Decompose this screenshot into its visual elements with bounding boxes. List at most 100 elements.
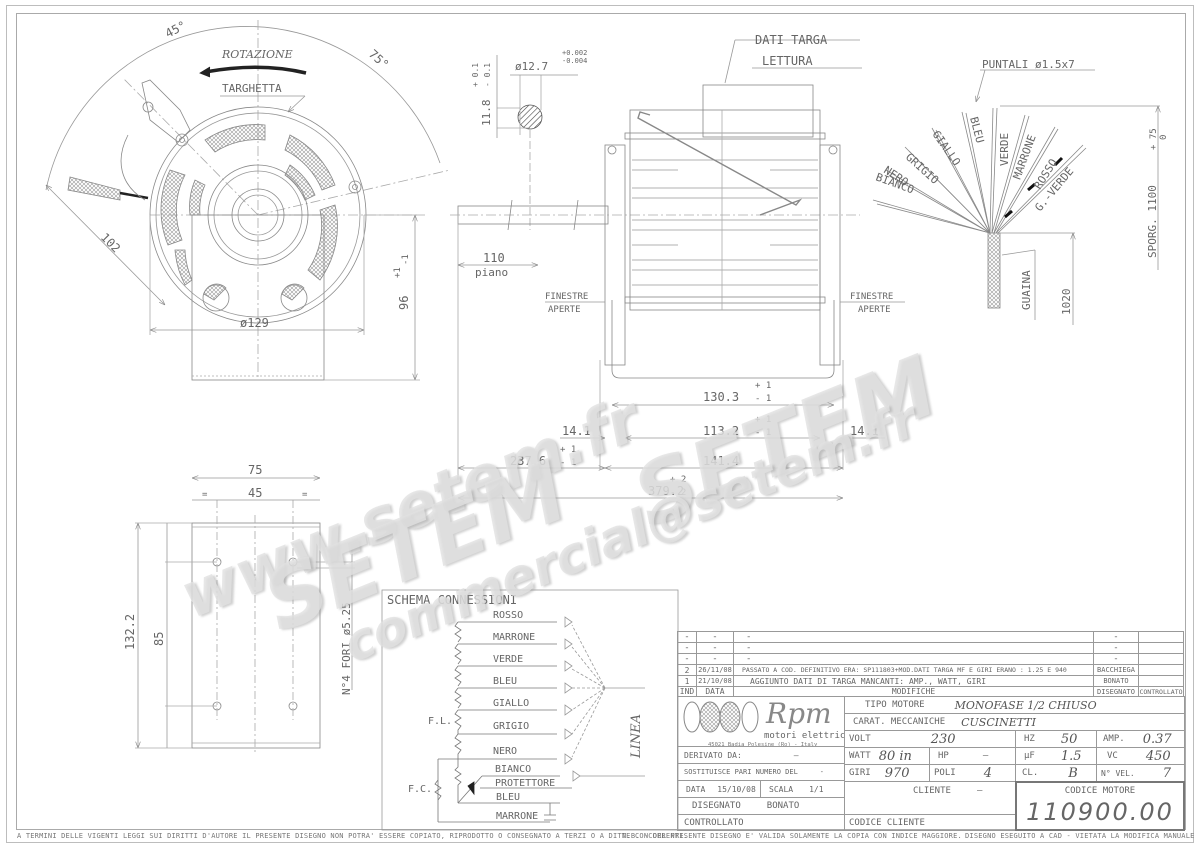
uf-field: µF 1.5 <box>1015 747 1097 765</box>
dim-96-tol: +1 <box>393 267 403 278</box>
reading-label: LETTURA <box>762 54 813 68</box>
volt-value: 230 <box>930 731 956 747</box>
mech-value: CUSCINETTI <box>961 715 1036 729</box>
uf-value: 1.5 <box>1060 748 1082 764</box>
logo-icon <box>683 701 759 733</box>
capacitor-winding-label: F.C. <box>408 784 432 795</box>
hp-field: HP — <box>929 747 1016 765</box>
client-value: — <box>976 786 983 796</box>
tol-113-plus: + 1 <box>755 415 771 425</box>
schema-wire-giallo: GIALLO <box>493 698 529 709</box>
side-view <box>450 39 905 498</box>
tol-237-minus: - 1 <box>560 458 576 468</box>
tol-237-plus: + 1 <box>560 445 576 455</box>
nameplate-label: TARGHETTA <box>222 82 282 95</box>
dim-14-1-left: 14.1 <box>562 424 591 438</box>
line-label: LINEA <box>629 714 644 759</box>
client-label: CLIENTE <box>913 786 951 796</box>
dim-diameter-129: ø129 <box>240 316 269 330</box>
replaces-field: SOSTITUISCE PARI NUMERO DEL - <box>677 763 845 781</box>
schema-title: SCHEMA CONNESSIONI <box>387 593 517 607</box>
motor-code-value: 110900.00 <box>1026 798 1174 826</box>
date-label: DATA <box>686 784 706 794</box>
tol-113-minus: - 1 <box>755 428 771 438</box>
flat-label: piano <box>475 266 508 279</box>
amp-value: 0.37 <box>1142 731 1172 747</box>
rpm-value: 970 <box>884 765 910 781</box>
schema-wire-nero: NERO <box>493 746 517 757</box>
drawn-value: BONATO <box>766 801 800 811</box>
schema-wire-grigio: GRIGIO <box>493 721 529 732</box>
angle-45-label: 45° <box>163 18 189 41</box>
replaces-value: - <box>819 768 825 776</box>
dim-141-4: 141.4 <box>703 454 739 468</box>
checked-label: CONTROLLATO <box>684 817 744 828</box>
derived-value: — <box>793 750 799 760</box>
motor-code-label: CODICE MOTORE <box>1064 786 1136 796</box>
sheath-length: 1020 <box>1060 289 1073 316</box>
derived-from-field: DERIVATO DA: — <box>677 746 845 764</box>
windows-right-label: FINESTRE <box>850 292 893 302</box>
uf-label: µF <box>1024 751 1035 761</box>
watt-label: WATT <box>849 751 871 761</box>
vc-label: VC <box>1107 751 1118 761</box>
volt-label: VOLT <box>849 734 871 744</box>
protrusion-tol-minus: 0 <box>1159 135 1169 140</box>
volt-field: VOLT 230 <box>844 730 1016 748</box>
motor-type-field: TIPO MOTORE MONOFASE 1/2 CHIUSO <box>844 696 1185 714</box>
bracket-height: 132.2 <box>123 614 137 650</box>
schema-wire-rosso: ROSSO <box>493 610 523 621</box>
cad-notice: DISEGNO ESEGUITO A CAD - VIETATA LA MODI… <box>965 832 1195 840</box>
mech-features-field: CARAT. MECCANICHE CUSCINETTI <box>844 713 1185 731</box>
schema-wire-marrone: MARRONE <box>493 632 535 643</box>
nameplate-data-label: DATI TARGA <box>755 33 828 47</box>
company-logo-area: Rpm motori elettrici 45021 Badia Polesin… <box>677 696 845 747</box>
poles-label: POLI <box>934 768 956 778</box>
watt-value: 80 in <box>878 748 912 764</box>
dim-96-tol-minus: -1 <box>401 254 411 265</box>
hp-value: — <box>982 751 989 761</box>
amp-label: AMP. <box>1103 734 1125 744</box>
rpm-label: GIRI <box>849 768 871 778</box>
hz-field: HZ 50 <box>1015 730 1097 748</box>
schema-wire-bianco: BIANCO <box>495 764 531 775</box>
equal-mark-left: = <box>202 490 208 500</box>
shaft-flat-tol-plus: + 0.1 <box>471 63 480 87</box>
company-address: 45021 Badia Polesine (Ro) - Italy <box>708 742 818 747</box>
vc-field: VC 450 <box>1096 747 1185 765</box>
protrusion-tol-plus: + 75 <box>1149 128 1159 150</box>
dim-102: 102 <box>98 230 123 255</box>
scale-value: 1/1 <box>809 784 824 794</box>
shaft-flat-dim: 11.8 <box>480 100 493 127</box>
wiring-schema-labels: SCHEMA CONNESSIONI ROSSO MARRONE VERDE B… <box>387 593 644 822</box>
speeds-label: N° VEL. <box>1101 768 1135 778</box>
speeds-value: 7 <box>1162 765 1171 781</box>
shaft-tol-plus: +0.002 <box>562 49 587 57</box>
wire-label-giallo: GIALLO <box>930 128 963 168</box>
front-view <box>46 20 451 381</box>
wire-label-verde: VERDE <box>998 133 1011 166</box>
vc-value: 450 <box>1145 748 1171 764</box>
tol-379-minus: - 2 <box>670 488 686 498</box>
client-field: CLIENTE — <box>844 781 1016 815</box>
equal-mark-right: = <box>302 490 308 500</box>
schema-wire-bleu: BLEU <box>493 676 517 687</box>
tips-label: PUNTALI ø1.5x7 <box>982 58 1075 71</box>
scale-field: SCALA 1/1 <box>760 780 845 798</box>
shaft-detail <box>496 55 578 230</box>
sheet-border-outer <box>6 5 1194 843</box>
field-winding-label: F.L. <box>428 716 452 727</box>
shaft-tol-minus: -0.004 <box>562 57 587 65</box>
schema-wire-marrone-2: MARRONE <box>496 811 538 822</box>
poles-field: POLI 4 <box>929 764 1016 782</box>
company-logo-text: Rpm <box>766 697 832 730</box>
bracket-hole-spacing-h: 45 <box>248 486 262 500</box>
client-code-label: CODICE CLIENTE <box>849 817 925 828</box>
date-field: DATA 15/10/08 <box>677 780 761 798</box>
class-value: B <box>1068 765 1078 781</box>
mech-label: CARAT. MECCANICHE <box>853 717 946 727</box>
tol-379-plus: + 2 <box>670 475 686 485</box>
windows-right-label-2: APERTE <box>858 305 891 315</box>
